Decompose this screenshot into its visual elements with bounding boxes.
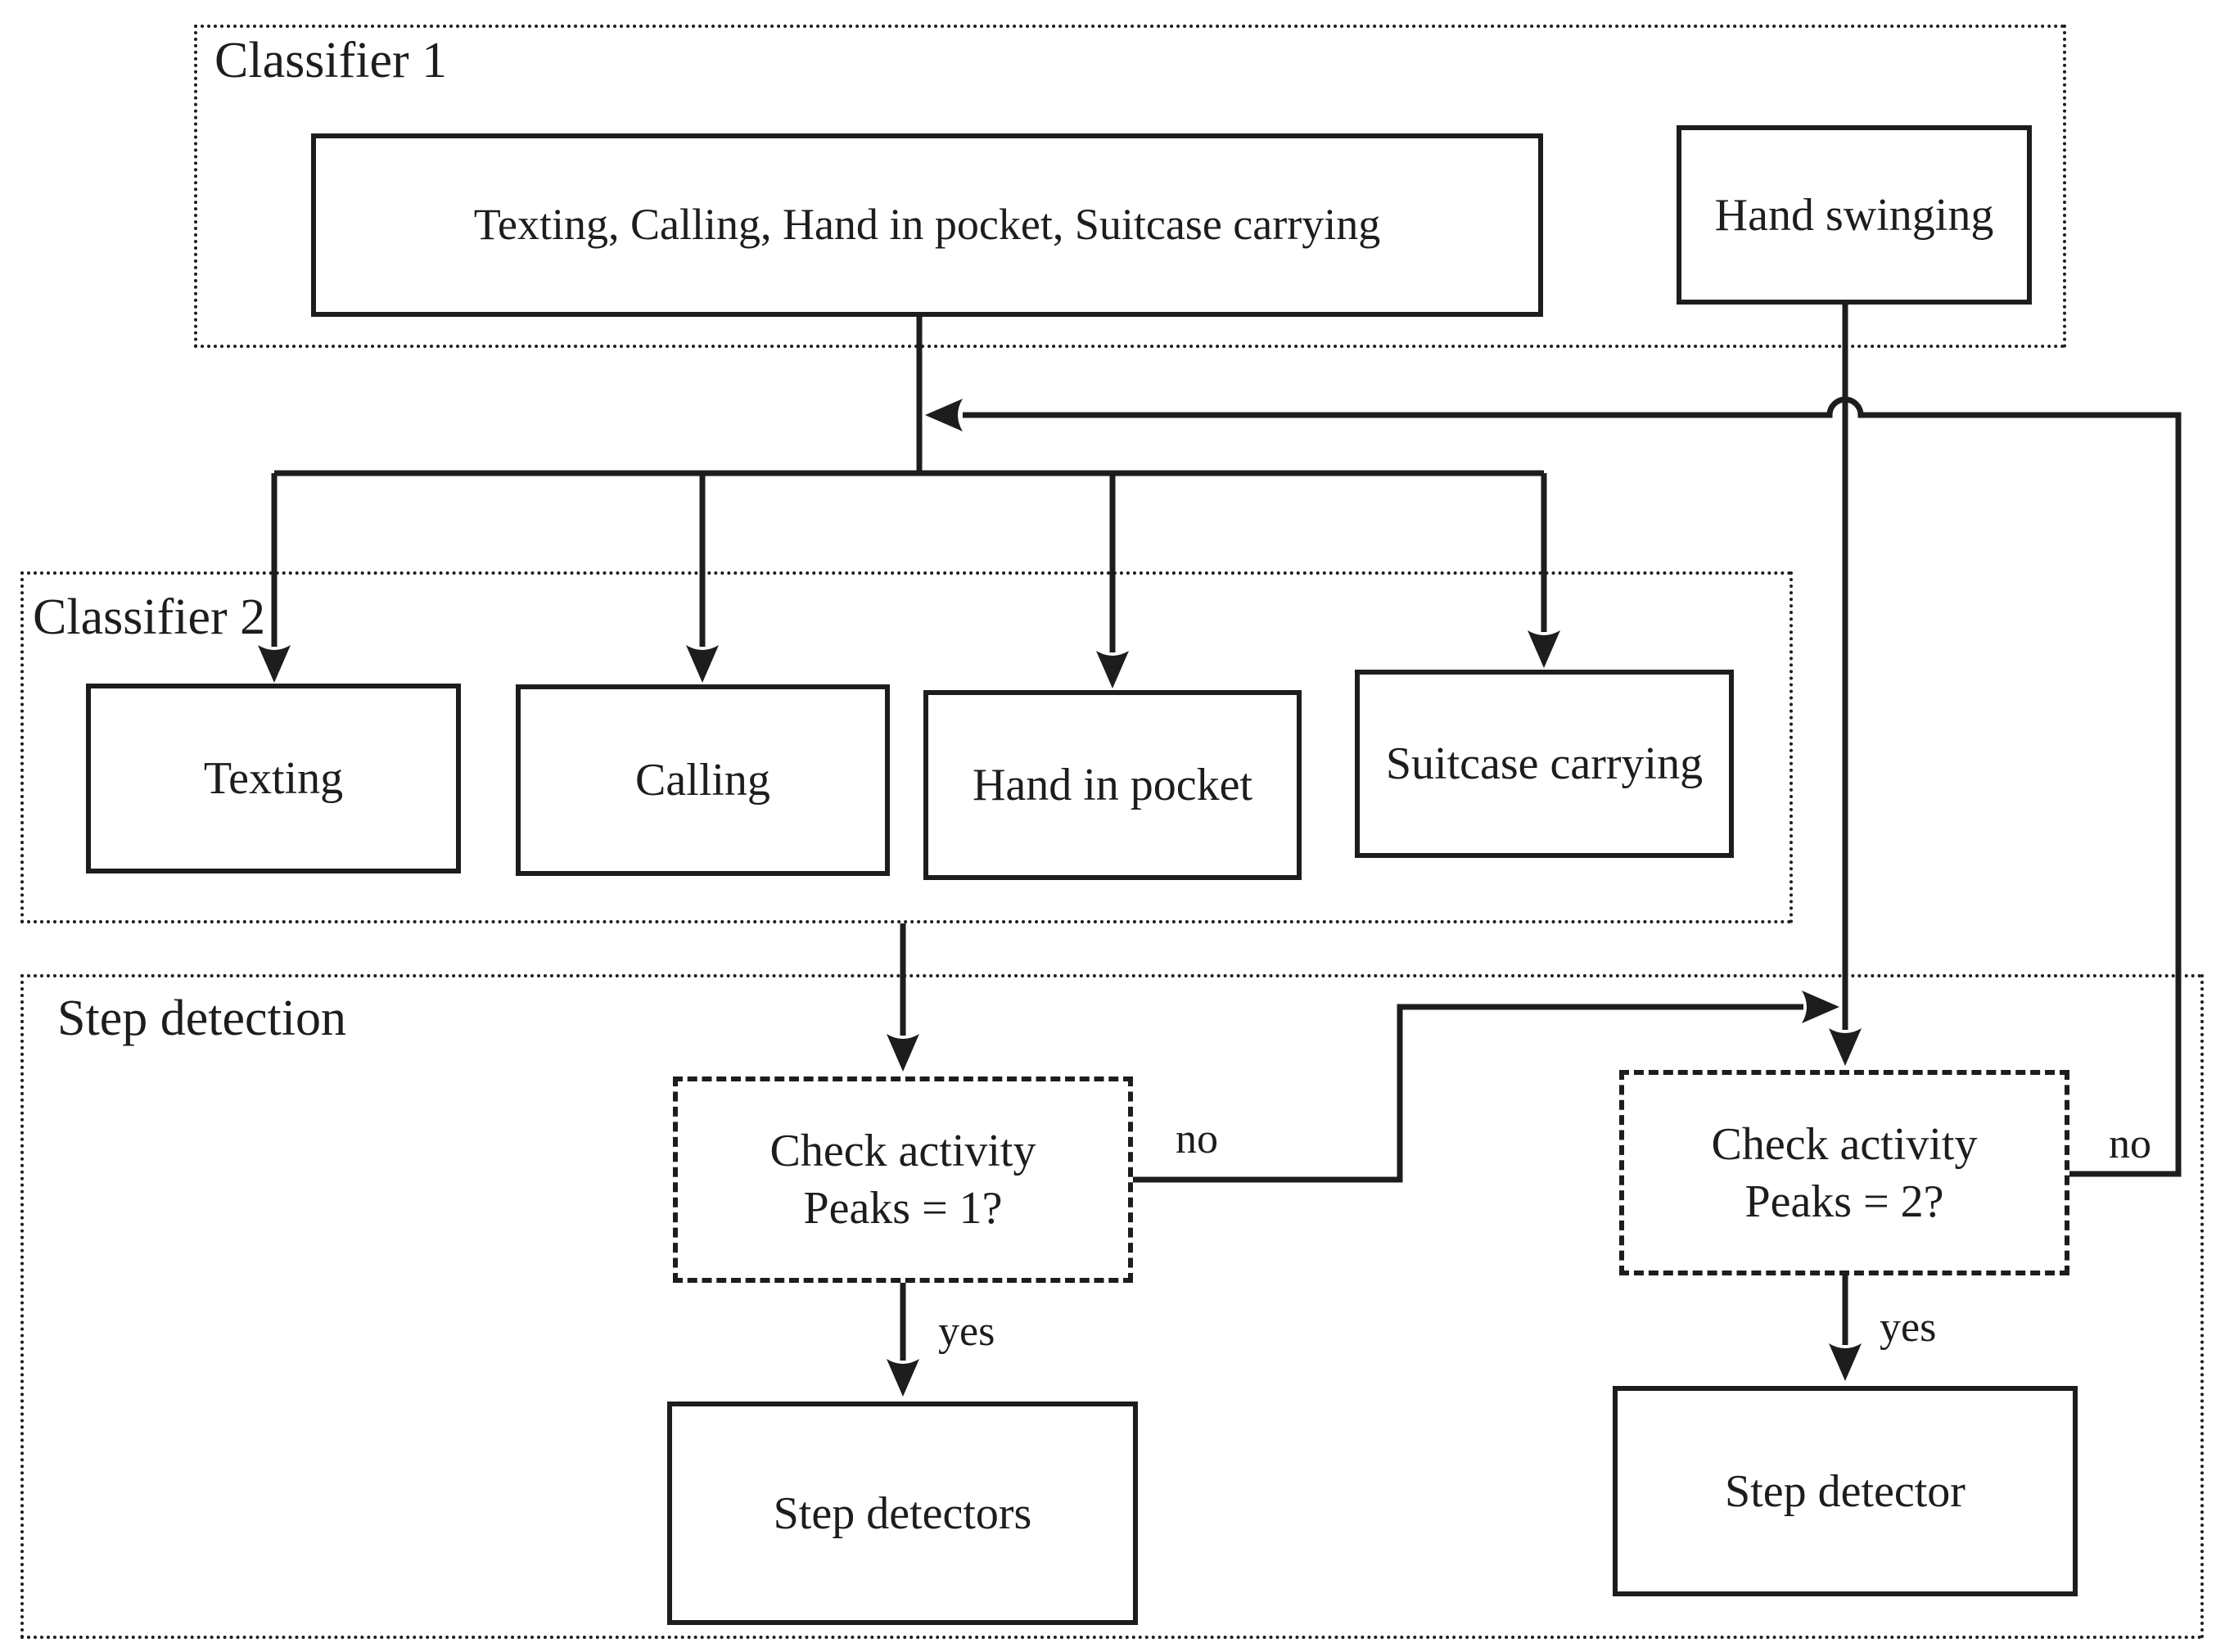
node-calling-label: Calling bbox=[635, 755, 770, 806]
node-hand-in-pocket: Hand in pocket bbox=[923, 690, 1302, 880]
node-check-peaks-1: Check activity Peaks = 1? bbox=[673, 1077, 1133, 1283]
label-peaks2-no: no bbox=[2109, 1121, 2151, 1167]
node-check-peaks-2-line1: Check activity bbox=[1711, 1118, 1978, 1170]
label-peaks2-yes: yes bbox=[1880, 1304, 1937, 1351]
node-hand-swinging-label: Hand swinging bbox=[1714, 189, 1994, 241]
classifier2-label: Classifier 2 bbox=[33, 589, 266, 645]
edge-hand-swinging-to-peaks2 bbox=[1829, 305, 1862, 1066]
node-activities-label: Texting, Calling, Hand in pocket, Suitca… bbox=[473, 200, 1381, 250]
node-step-detectors-label: Step detectors bbox=[773, 1487, 1032, 1539]
node-hand-in-pocket-label: Hand in pocket bbox=[972, 760, 1253, 810]
node-check-peaks-1-line2: Peaks = 1? bbox=[803, 1183, 1003, 1234]
label-peaks1-no: no bbox=[1176, 1116, 1218, 1162]
node-check-peaks-1-line1: Check activity bbox=[770, 1126, 1036, 1176]
node-hand-swinging: Hand swinging bbox=[1677, 125, 2032, 305]
classifier1-label: Classifier 1 bbox=[214, 33, 448, 88]
node-step-detectors: Step detectors bbox=[667, 1401, 1138, 1625]
node-suitcase-carrying-label: Suitcase carrying bbox=[1385, 738, 1704, 789]
node-activities: Texting, Calling, Hand in pocket, Suitca… bbox=[311, 133, 1543, 317]
classifier1-container bbox=[194, 25, 2066, 348]
node-suitcase-carrying: Suitcase carrying bbox=[1355, 670, 1734, 858]
node-check-peaks-2: Check activity Peaks = 2? bbox=[1619, 1070, 2069, 1275]
node-step-detector: Step detector bbox=[1613, 1386, 2078, 1596]
node-check-peaks-2-line2: Peaks = 2? bbox=[1744, 1176, 1944, 1227]
node-calling: Calling bbox=[516, 684, 890, 876]
node-texting: Texting bbox=[86, 684, 461, 873]
classifier2-container bbox=[20, 571, 1793, 923]
node-step-detector-label: Step detector bbox=[1725, 1465, 1966, 1517]
step-detection-container bbox=[20, 974, 2204, 1639]
step-detection-label: Step detection bbox=[57, 991, 346, 1046]
node-texting-label: Texting bbox=[203, 753, 344, 804]
label-peaks1-yes: yes bbox=[938, 1308, 995, 1355]
